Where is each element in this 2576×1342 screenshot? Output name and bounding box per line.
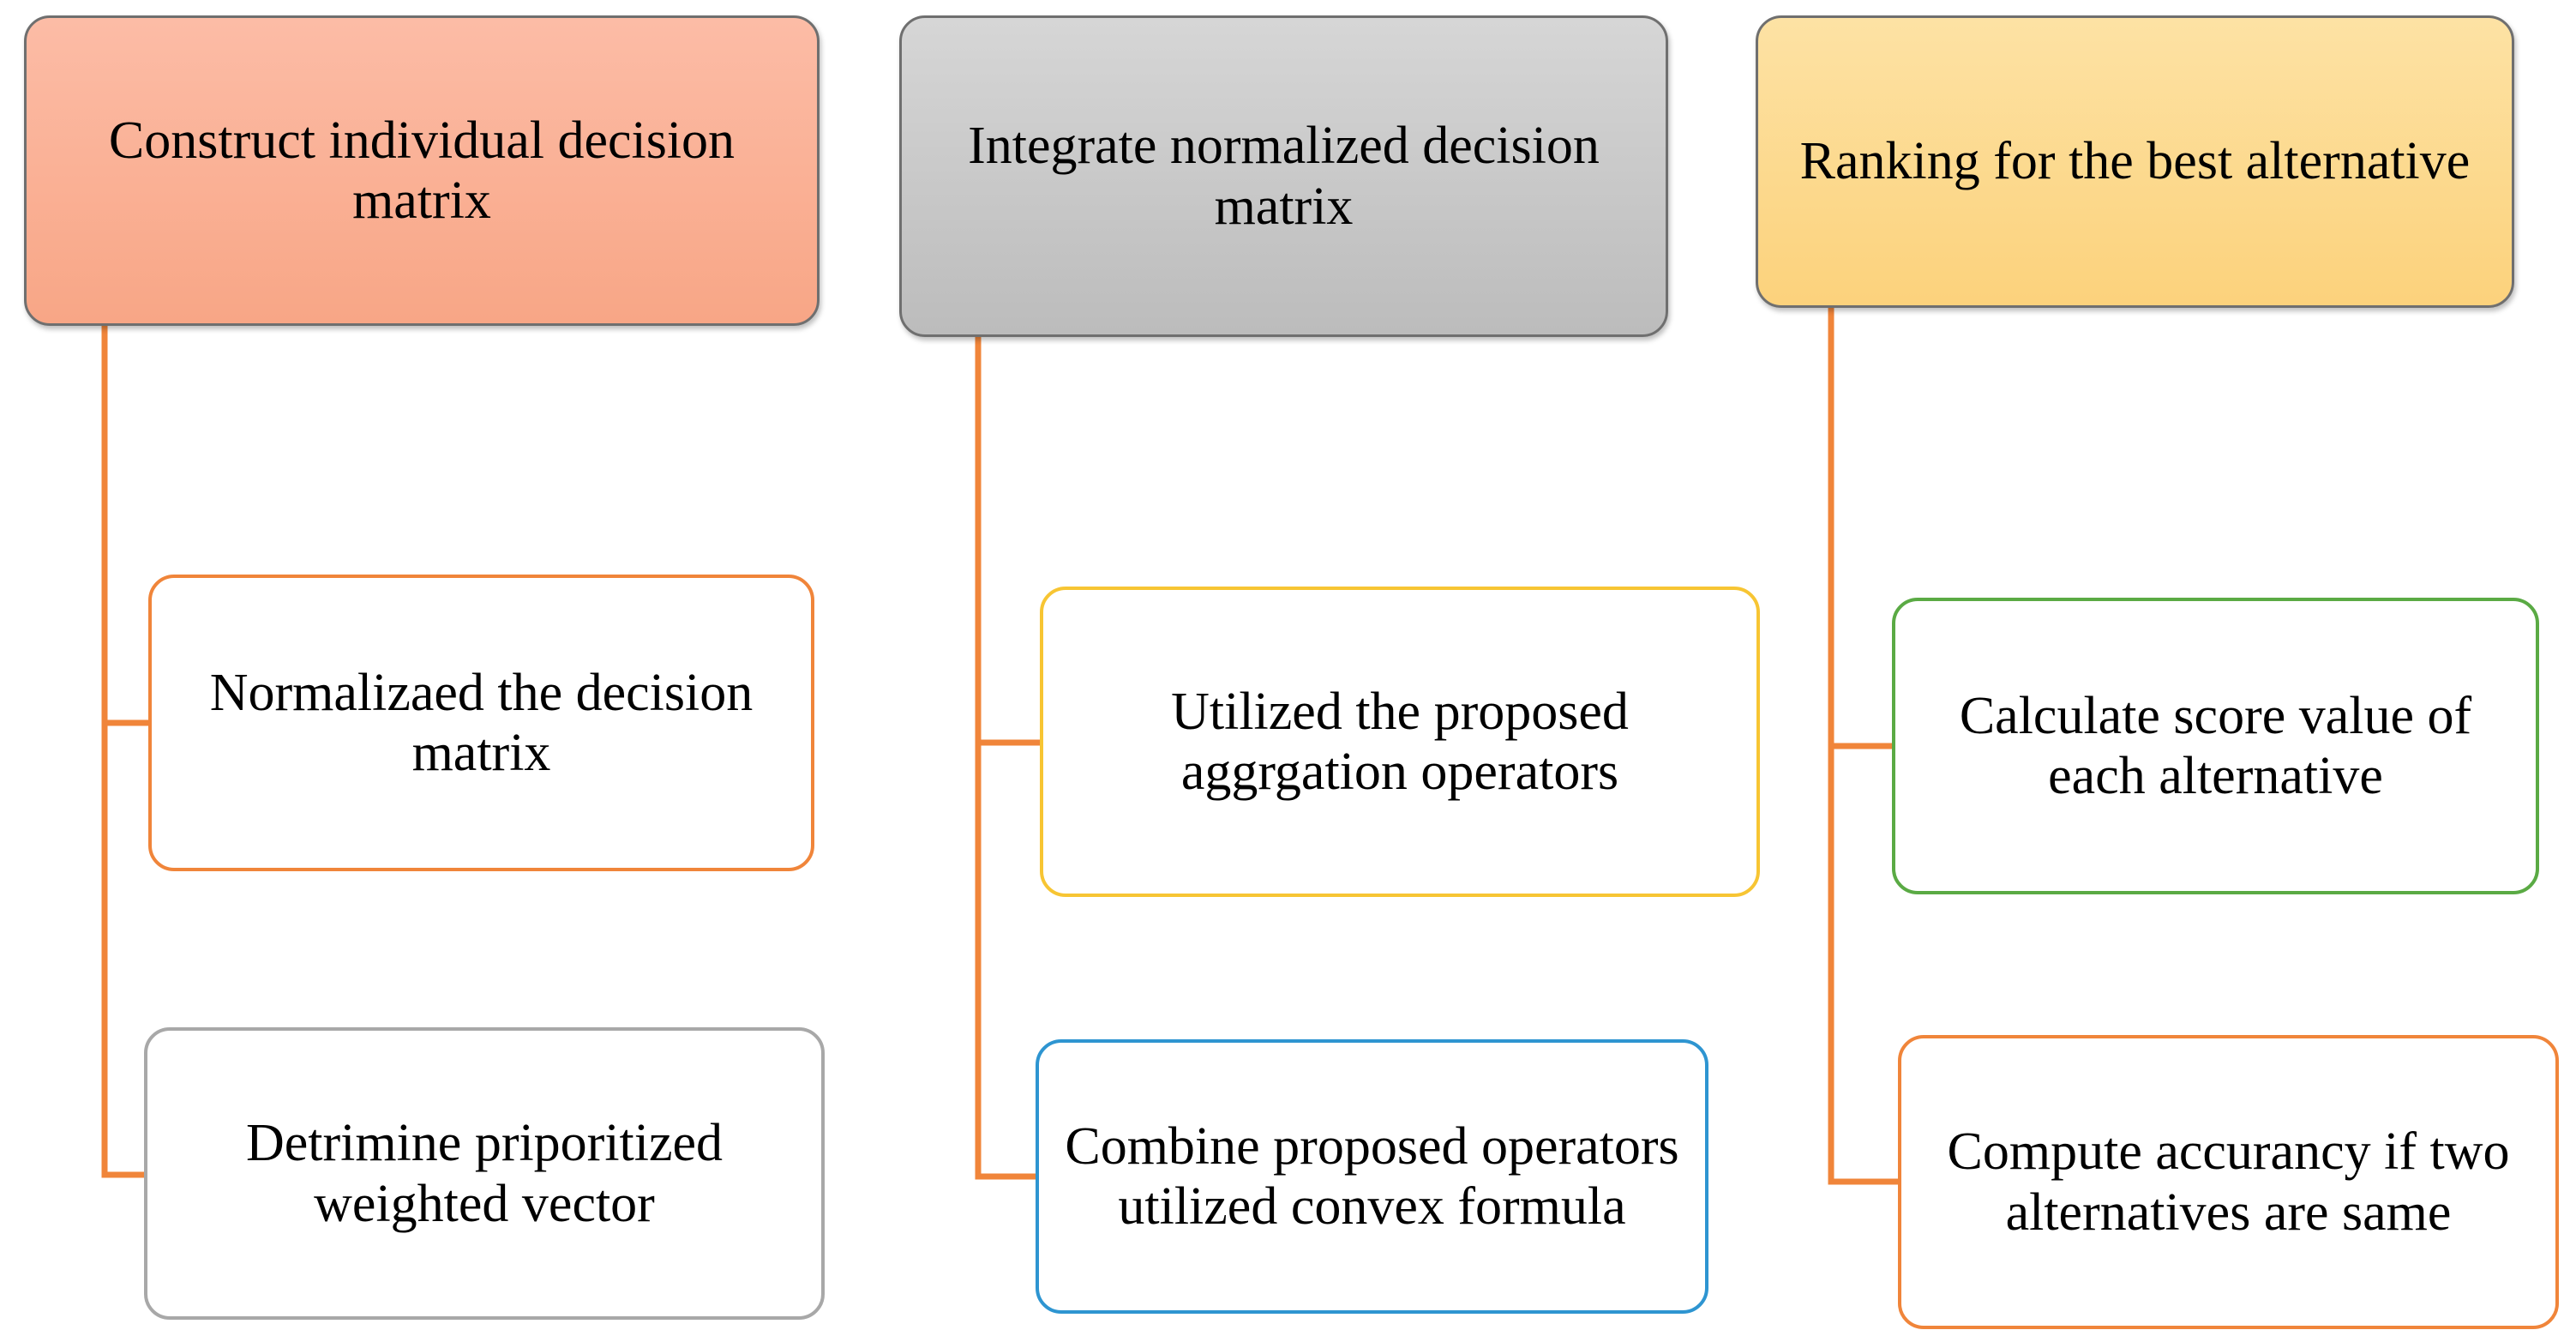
step-1-task-weight-vector: Detrimine priporitized weighted vector [144, 1027, 825, 1320]
step-3-task-accuracy-text: Compute accurancy if two alternatives ar… [1947, 1122, 2510, 1242]
step-2-task-aggregation: Utilized the proposed aggrgation operato… [1040, 587, 1760, 897]
step-1-task-normalize-text: Normalizaed the decision matrix [209, 663, 754, 782]
step-3-header-text: Ranking for the best alternative [1799, 132, 2471, 191]
step-2-task-convex-text: Combine proposed operators utilized conv… [1065, 1116, 1679, 1236]
step-1-task-weight-vector-text: Detrimine priporitized weighted vector [245, 1114, 724, 1233]
step-3-header: Ranking for the best alternative [1756, 15, 2514, 308]
step-1-header-text: Construct individual decision matrix [108, 111, 736, 230]
step-2-task-aggregation-text: Utilized the proposed aggrgation operato… [1171, 682, 1629, 801]
step-2-header-text: Integrate normalized decision matrix [968, 117, 1600, 236]
step-1-task-normalize: Normalizaed the decision matrix [148, 575, 814, 871]
step-3-task-score: Calculate score value of each alternativ… [1892, 598, 2539, 894]
step-3-task-accuracy: Compute accurancy if two alternatives ar… [1898, 1035, 2559, 1329]
step-3-task-score-text: Calculate score value of each alternativ… [1959, 686, 2472, 805]
step-2-task-convex: Combine proposed operators utilized conv… [1036, 1039, 1708, 1314]
step-1-header: Construct individual decision matrix [24, 15, 820, 326]
step-2-header: Integrate normalized decision matrix [899, 15, 1668, 337]
